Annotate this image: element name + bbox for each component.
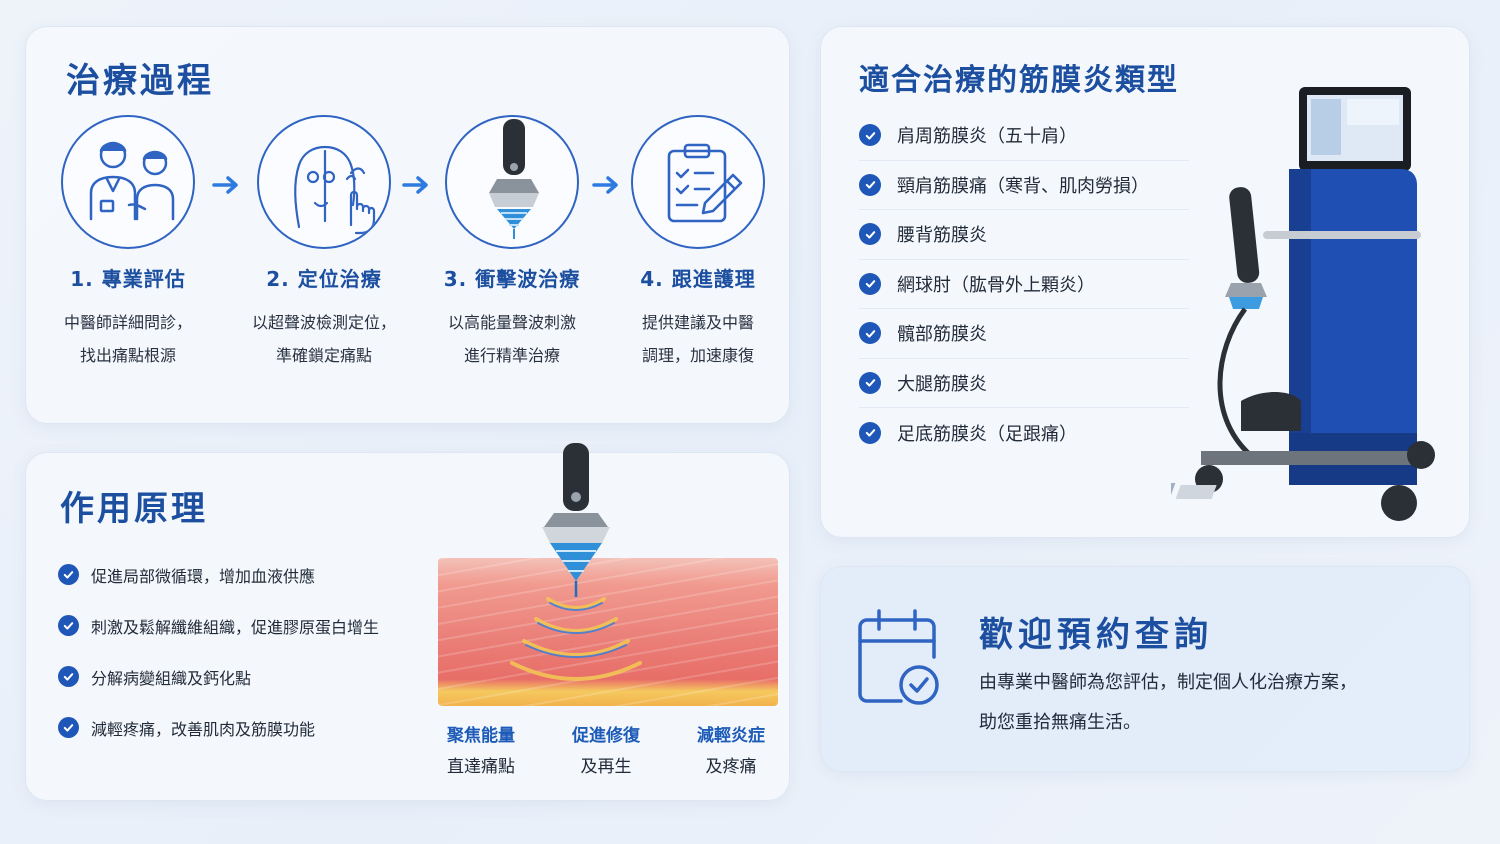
benefit-focus: 聚焦能量 直達痛點: [447, 726, 515, 777]
list-item: 足底筋膜炎（足跟痛）: [859, 408, 1189, 458]
step-title: 1. 專業評估: [70, 267, 186, 291]
list-item: 減輕疼痛，改善肌肉及筋膜功能: [58, 702, 379, 753]
list-item: 刺激及鬆解纖維組織，促進膠原蛋白增生: [58, 600, 379, 651]
step-description: 提供建議及中醫 調理，加速康復: [641, 313, 754, 365]
step-description: 中醫師詳細問診， 找出痛點根源: [63, 313, 192, 365]
check-circle-icon: [859, 272, 881, 295]
types-title: 適合治療的筋膜炎類型: [859, 63, 1179, 98]
check-circle-icon: [859, 223, 881, 246]
shockwave-probe-illustration: [510, 443, 642, 681]
step-title: 3. 衝擊波治療: [443, 267, 581, 291]
step-title: 2. 定位治療: [266, 267, 382, 291]
mechanism-card: 作用原理 促進局部微循環，增加血液供應 刺激及鬆解纖維組織，促進膠原蛋白增生 分…: [25, 443, 790, 801]
list-item: 腰背筋膜炎: [859, 210, 1189, 260]
check-circle-icon: [58, 666, 79, 687]
clipboard-checklist-icon: [631, 115, 765, 249]
list-item: 促進局部微循環，增加血液供應: [58, 549, 379, 600]
benefit-relief: 減輕炎症 及疼痛: [697, 726, 765, 777]
shockwave-probe-icon: [445, 115, 579, 249]
check-circle-icon: [859, 124, 881, 147]
step-assessment: 1. 專業評估 中醫師詳細問診， 找出痛點根源: [38, 115, 218, 372]
check-circle-icon: [859, 173, 881, 196]
list-item: 髖部筋膜炎: [859, 309, 1189, 359]
treatment-process-card: 治療過程 1. 專業評估 中醫師詳細問診， 找出痛點根源: [25, 26, 790, 424]
calendar-check-icon: [858, 609, 939, 705]
check-circle-icon: [859, 322, 881, 345]
doctor-patient-icon: [61, 115, 195, 249]
step-followup: 4. 跟進護理 提供建議及中醫 調理，加速康復: [608, 115, 788, 372]
check-circle-icon: [58, 717, 79, 738]
step-description: 以高能量聲波刺激 進行精準治療: [447, 313, 576, 365]
step-positioning: 2. 定位治療 以超聲波檢測定位， 準確鎖定痛點: [234, 115, 414, 372]
step-title: 4. 跟進護理: [640, 267, 756, 291]
check-circle-icon: [58, 564, 79, 585]
arrow-right-icon: [592, 176, 618, 194]
step-shockwave: 3. 衝擊波治療 以高能量聲波刺激 進行精準治療: [422, 115, 602, 372]
benefit-repair: 促進修復 及再生: [572, 726, 640, 777]
step-description: 以超聲波檢測定位， 準確鎖定痛點: [251, 313, 396, 365]
list-item: 分解病變組織及鈣化點: [58, 651, 379, 702]
list-item: 大腿筋膜炎: [859, 359, 1189, 408]
booking-title: 歡迎預約查詢: [979, 615, 1213, 655]
check-circle-icon: [58, 615, 79, 636]
arrow-right-icon: [212, 176, 238, 194]
back-pain-touch-icon: [257, 115, 391, 249]
skin-tissue-illustration: [438, 558, 778, 706]
booking-card: 歡迎預約查詢 由專業中醫師為您評估，制定個人化治療方案， 助您重拾無痛生活。: [820, 566, 1470, 772]
check-circle-icon: [859, 371, 881, 394]
list-item: 肩周筋膜炎（五十肩）: [859, 111, 1189, 161]
process-title: 治療過程: [66, 61, 214, 101]
shockwave-machine-illustration: [1171, 87, 1435, 521]
check-circle-icon: [859, 421, 881, 444]
booking-description: 由專業中醫師為您評估，制定個人化治療方案， 助您重拾無痛生活。: [979, 672, 1357, 733]
list-item: 網球肘（肱骨外上顆炎）: [859, 260, 1189, 309]
mechanism-title: 作用原理: [60, 489, 208, 529]
mechanism-list: 促進局部微循環，增加血液供應 刺激及鬆解纖維組織，促進膠原蛋白增生 分解病變組織…: [58, 549, 379, 753]
list-item: 頸肩筋膜痛（寒背、肌肉勞損）: [859, 161, 1189, 210]
arrow-right-icon: [402, 176, 428, 194]
types-list: 肩周筋膜炎（五十肩） 頸肩筋膜痛（寒背、肌肉勞損） 腰背筋膜炎 網球肘（肱骨外上…: [859, 111, 1189, 458]
fasciitis-types-card: 適合治療的筋膜炎類型 肩周筋膜炎（五十肩） 頸肩筋膜痛（寒背、肌肉勞損） 腰背筋…: [820, 26, 1470, 538]
